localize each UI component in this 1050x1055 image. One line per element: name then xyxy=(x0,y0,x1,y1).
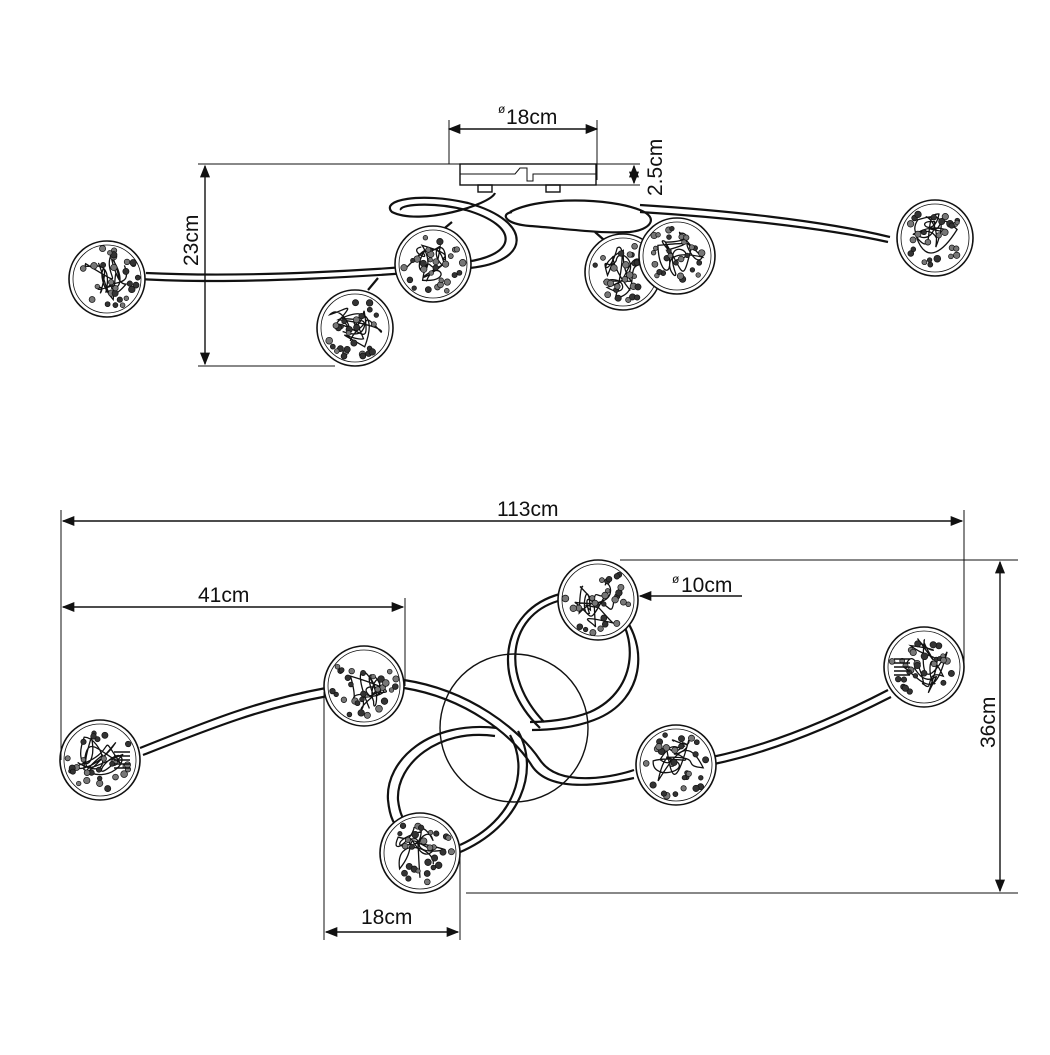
top-globe-inner-left xyxy=(323,645,405,727)
top-arms xyxy=(139,592,892,855)
side-globe-center-back xyxy=(638,217,716,295)
arm-spacing-dimension: 18cm xyxy=(323,692,461,940)
top-canopy-disc xyxy=(439,653,589,803)
total-height-label: 23cm xyxy=(180,215,203,266)
globe-diameter-symbol: ø xyxy=(672,572,680,586)
canopy-diameter-symbol: ø xyxy=(498,102,506,116)
canopy-height-dimension: 2.5cm xyxy=(596,139,667,196)
side-globe-left xyxy=(68,240,146,318)
top-globe-top xyxy=(557,559,639,641)
total-width-dimension: 113cm xyxy=(60,498,965,760)
top-globe-inner-right xyxy=(635,724,717,806)
side-globe-inner-left xyxy=(394,225,472,303)
side-globe-lower xyxy=(316,289,394,367)
top-globe-far-left xyxy=(59,719,141,801)
arm-length-dimension: 41cm xyxy=(61,584,406,686)
canopy-diameter-label: 18cm xyxy=(506,106,557,129)
arm-length-label: 41cm xyxy=(198,584,249,607)
side-arms xyxy=(139,192,891,291)
side-view: ø 18cm 2.5cm 23cm xyxy=(68,102,974,367)
total-depth-dimension: 36cm xyxy=(466,559,1018,894)
side-globe-right xyxy=(896,199,974,277)
total-depth-label: 36cm xyxy=(977,697,1000,748)
globe-diameter-label: 10cm xyxy=(681,574,732,597)
ceiling-canopy xyxy=(459,163,597,193)
arm-spacing-label: 18cm xyxy=(361,906,412,929)
canopy-height-label: 2.5cm xyxy=(644,139,667,196)
top-globe-bottom xyxy=(379,812,461,894)
total-width-label: 113cm xyxy=(497,498,558,521)
top-view: 113cm 41cm ø 10cm 36cm 18cm xyxy=(59,498,1018,940)
canopy-diameter-dimension: ø 18cm xyxy=(447,102,599,180)
total-height-dimension: 23cm xyxy=(180,163,460,367)
globe-diameter-dimension: ø 10cm xyxy=(638,572,742,602)
top-globe-far-right xyxy=(883,626,965,708)
